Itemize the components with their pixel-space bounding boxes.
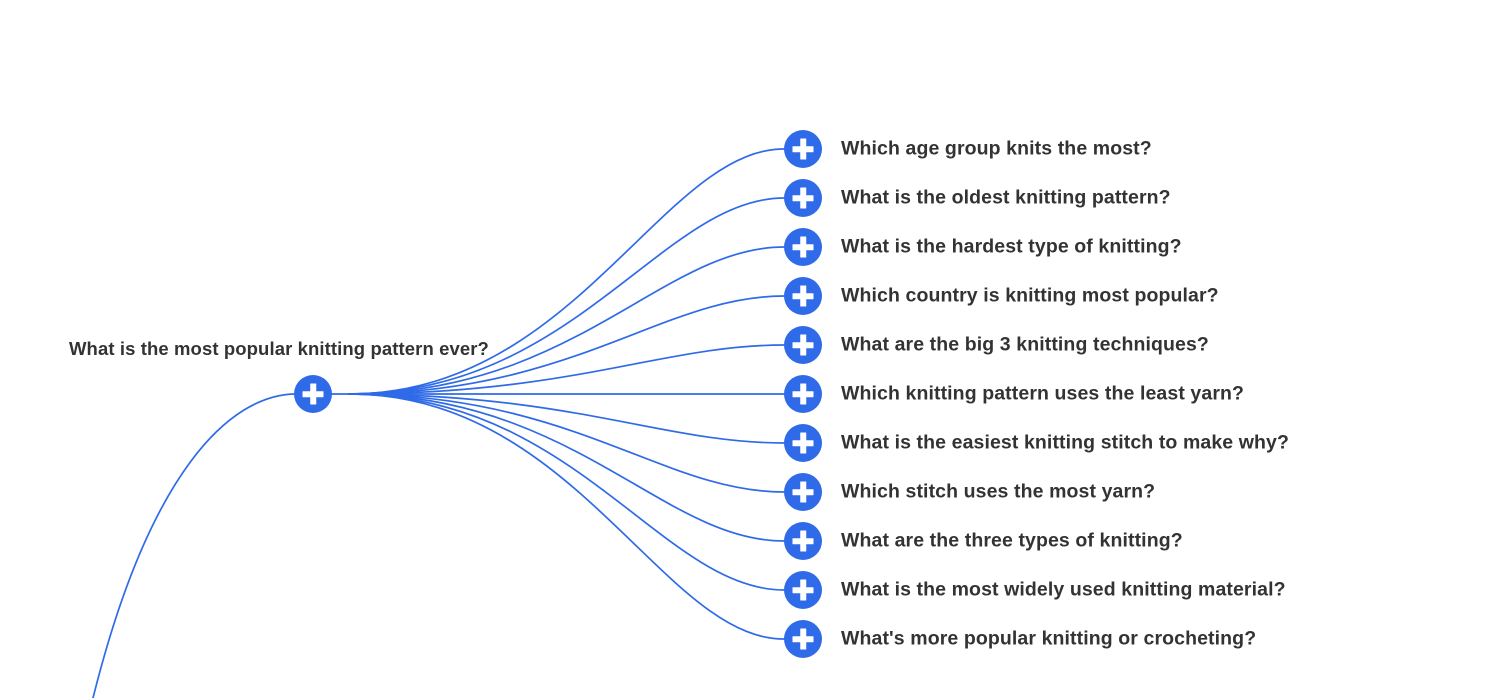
edge-root-to-child-7 — [348, 393, 785, 493]
child-node-label-3: Which country is knitting most popular? — [841, 284, 1219, 307]
root-node[interactable] — [294, 375, 332, 413]
child-node-0[interactable] — [784, 130, 822, 168]
child-node-4[interactable] — [784, 326, 822, 364]
child-node-label-0: Which age group knits the most? — [841, 137, 1152, 160]
child-node-8[interactable] — [784, 522, 822, 560]
child-node-label-6: What is the easiest knitting stitch to m… — [841, 431, 1289, 454]
child-node-label-1: What is the oldest knitting pattern? — [841, 186, 1171, 209]
child-node-6[interactable] — [784, 424, 822, 462]
child-node-label-10: What's more popular knitting or crocheti… — [841, 627, 1257, 650]
child-node-2[interactable] — [784, 228, 822, 266]
child-node-label-5: Which knitting pattern uses the least ya… — [841, 382, 1245, 405]
edge-root-to-child-1 — [348, 197, 785, 395]
child-node-label-8: What are the three types of knitting? — [841, 529, 1183, 552]
child-node-label-2: What is the hardest type of knitting? — [841, 235, 1182, 258]
edge-root-to-child-2 — [348, 246, 785, 395]
edge-root-to-child-10 — [348, 393, 785, 640]
parent-edge — [92, 393, 295, 698]
edge-root-to-child-6 — [348, 393, 785, 444]
child-node-5[interactable] — [784, 375, 822, 413]
child-node-label-4: What are the big 3 knitting techniques? — [841, 333, 1209, 356]
child-node-1[interactable] — [784, 179, 822, 217]
edge-root-to-child-9 — [348, 393, 785, 591]
child-node-10[interactable] — [784, 620, 822, 658]
child-node-9[interactable] — [784, 571, 822, 609]
child-node-label-9: What is the most widely used knitting ma… — [841, 578, 1286, 601]
child-node-label-7: Which stitch uses the most yarn? — [841, 480, 1156, 503]
root-node-label: What is the most popular knitting patter… — [69, 338, 489, 359]
edge-root-to-child-8 — [348, 393, 785, 542]
child-node-3[interactable] — [784, 277, 822, 315]
child-node-7[interactable] — [784, 473, 822, 511]
